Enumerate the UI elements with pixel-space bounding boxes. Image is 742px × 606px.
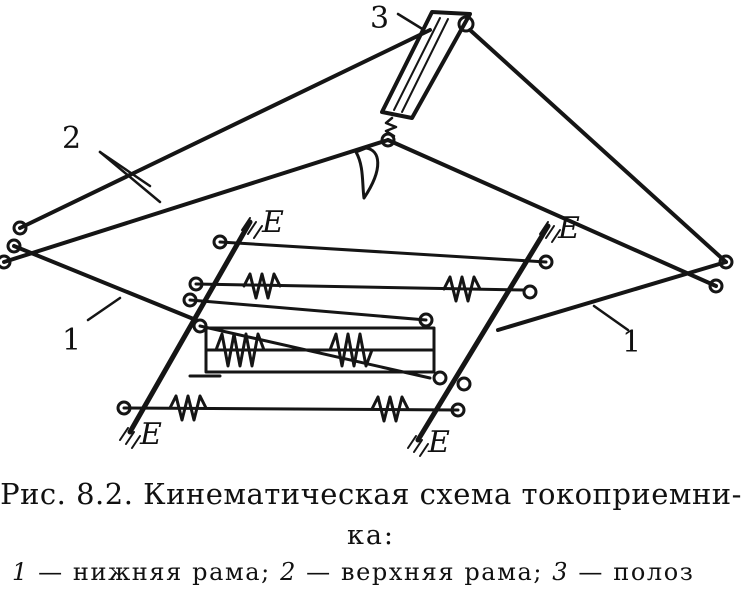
figure-legend: 1 — нижняя рама; 2 — верхняя рама; 3 — п… [12,558,742,586]
pneumatic-drive [188,318,436,380]
label-pantograph-head: 3 [370,1,389,36]
ground-mark-letter: E [557,211,580,246]
legend-text-2: — верхняя рама; [296,558,553,586]
legend-text-3: — полоз [569,558,695,586]
ground-mark-letter: E [139,417,162,452]
figure-caption-line2: ка: [346,520,396,551]
upper-frame [2,28,734,288]
springs [168,272,482,423]
legend-num-2: 2 [280,558,297,586]
ground-marks [119,217,561,457]
ground-mark-letter: E [427,425,450,460]
label-upper-frame: 2 [62,121,81,156]
ground-mark-letter: E [261,205,284,240]
legend-num-1: 1 [12,558,29,586]
leader-lines [86,12,630,332]
horn-shape [354,146,380,200]
base-frame [116,219,554,443]
label-lower-frame-right: 1 [622,325,641,360]
figure-caption-line1: Рис. 8.2. Кинематическая схема токоприем… [0,477,742,511]
legend-text-1: — нижняя рама; [28,558,281,586]
legend-num-3: 3 [552,558,570,586]
kinematic-scheme-diagram: E E E E 3 2 1 1 [0,1,734,460]
label-lower-frame-left: 1 [62,323,81,358]
lower-frame [0,238,728,332]
